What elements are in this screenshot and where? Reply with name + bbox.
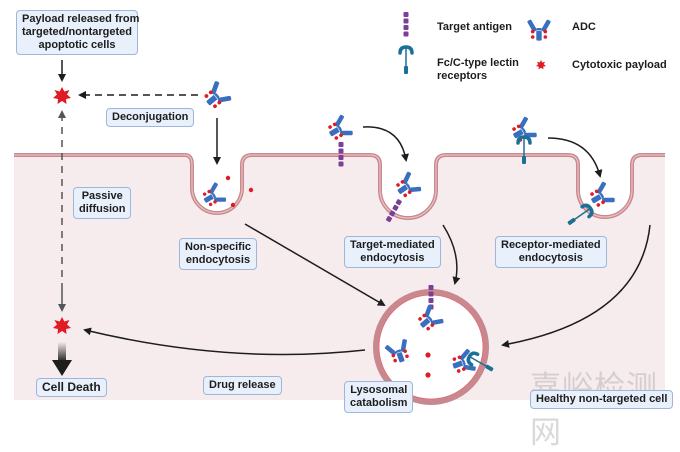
label-payload-released: Payload released from targeted/nontarget… [16, 10, 140, 55]
label-drug-release: Drug release [203, 376, 282, 395]
label-line: Receptor-mediated [501, 239, 601, 251]
thick-arrow-shaft [58, 342, 66, 362]
adc-free-icon [199, 78, 234, 114]
label-passive-diffusion: Passive diffusion [73, 187, 132, 219]
label-line: targeted/nontargeted [22, 26, 133, 38]
label-line: Payload released from [22, 13, 140, 25]
adc-mechanism-diagram [14, 12, 665, 405]
label-line: Non-specific [185, 241, 252, 253]
arrow-nonspecific-to-lysosome [244, 223, 386, 307]
label-target-mediated: Target-mediated endocytosis [344, 236, 441, 268]
label-line: apoptotic cells [38, 39, 116, 51]
legend-adc-icon [526, 18, 552, 42]
label-receptor-mediated: Receptor-mediated endocytosis [495, 236, 607, 268]
payload-star-icon [53, 87, 71, 104]
label-line: endocytosis [185, 254, 251, 266]
cell-body [14, 155, 665, 400]
label-line: endocytosis [518, 252, 583, 264]
legend-antigen-icon [403, 12, 409, 37]
label-deconjugation: Deconjugation [106, 108, 195, 127]
legend-receptor-icon [398, 45, 414, 76]
label-healthy-cell: Healthy non-targeted cell [530, 390, 674, 409]
legend-receptors: Fc/C-type lectin receptors [437, 57, 519, 83]
thick-arrow-head [52, 360, 72, 376]
label-line: endocytosis [360, 252, 425, 264]
arrow-target-curve [362, 126, 409, 162]
legend-target-antigen: Target antigen [437, 21, 512, 33]
legend-cytotoxic-payload: Cytotoxic payload [572, 59, 667, 71]
arrow-drug-release [83, 327, 366, 356]
label-lysosomal-catabolism: Lysosomal catabolism [344, 381, 414, 413]
legend-payload-icon [536, 60, 546, 70]
label-line: catabolism [350, 397, 408, 409]
legend-adc: ADC [572, 21, 596, 33]
label-nonspecific-endocytosis: Non-specific endocytosis [179, 238, 258, 270]
label-line: Passive [81, 190, 123, 202]
legend-line: Fc/C-type lectin [437, 57, 519, 69]
arrow-receptor-to-lysosome [501, 224, 651, 348]
label-line: diffusion [79, 203, 126, 215]
label-cell-death: Cell Death [36, 378, 107, 397]
arrow-receptor-curve [547, 137, 603, 178]
label-line: Target-mediated [350, 239, 435, 251]
legend-line: receptors [437, 70, 488, 82]
label-line: Lysosomal [350, 384, 408, 396]
adc-target-icon [323, 112, 356, 146]
arrow-target-to-lysosome [442, 224, 461, 285]
